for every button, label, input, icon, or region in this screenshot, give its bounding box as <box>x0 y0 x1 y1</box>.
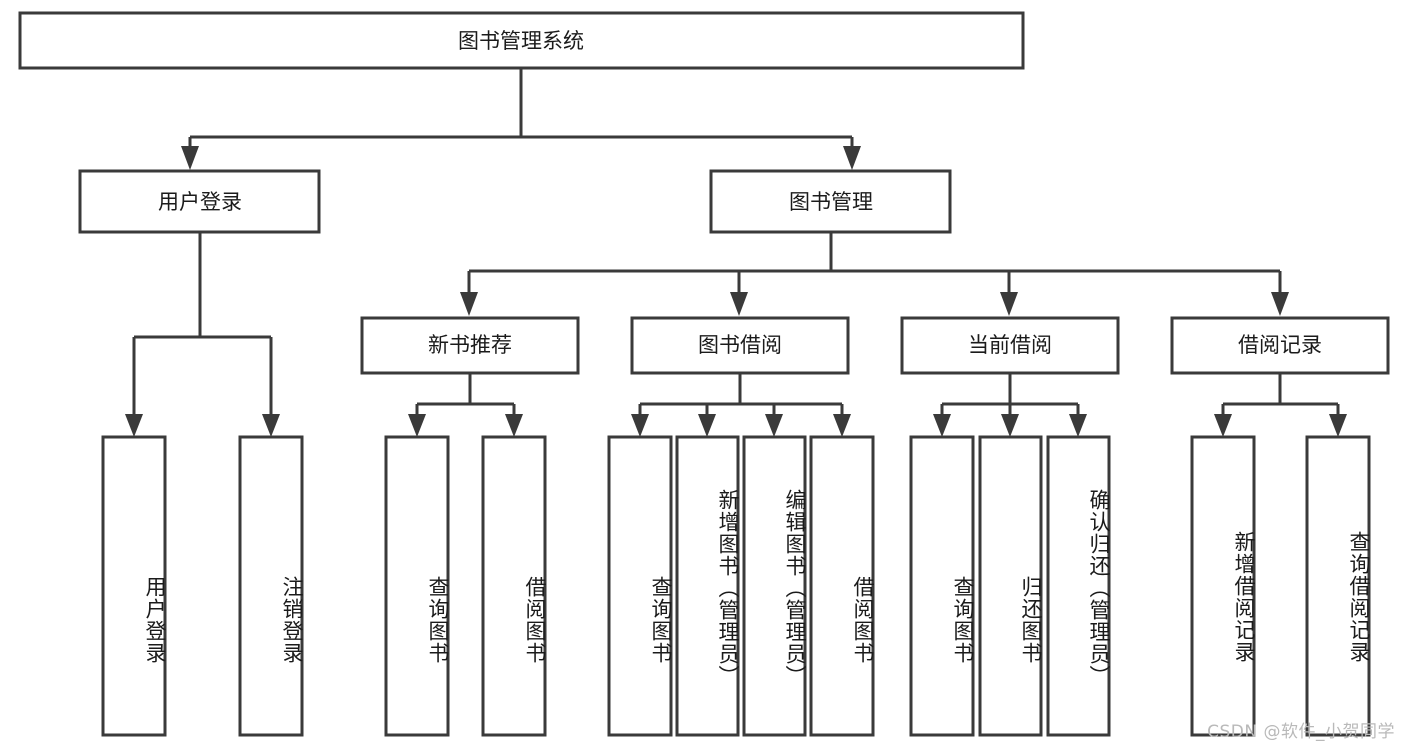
current-borrow-box <box>900 316 1120 375</box>
arrow-to-leaf-borrow-book-2 <box>833 414 851 437</box>
leaf-box-edit-book[interactable] <box>742 435 807 737</box>
leaf-box-user-logout[interactable] <box>238 435 304 737</box>
root-box <box>18 11 1025 70</box>
leaf-box-add-record[interactable] <box>1190 435 1256 737</box>
leaf-boxes <box>101 435 1371 737</box>
watermark-text: CSDN @软件_小贺同学 <box>1207 722 1395 742</box>
root-label: 图书管理系统 <box>458 29 584 53</box>
new-book-recommend-label: 新书推荐 <box>428 333 512 357</box>
leaf-box-return-book[interactable] <box>978 435 1043 737</box>
arrow-to-leaf-query-book-2 <box>631 414 649 437</box>
arrow-to-leaf-borrow-book-1 <box>505 414 523 437</box>
leaf-box-user-login[interactable] <box>101 435 167 737</box>
arrow-to-book-borrow <box>730 292 748 316</box>
arrow-to-leaf-query-book-1 <box>408 414 426 437</box>
arrow-to-leaf-add-book <box>698 414 716 437</box>
node-root[interactable]: 图书管理系统 <box>18 11 1025 70</box>
node-new-book-recommend[interactable]: 新书推荐 <box>360 316 580 375</box>
leaf-box-borrow-book-2[interactable] <box>809 435 875 737</box>
book-borrow-label: 图书借阅 <box>698 333 782 357</box>
node-current-borrow[interactable]: 当前借阅 <box>900 316 1120 375</box>
arrow-to-current-borrow <box>1000 292 1018 316</box>
arrow-to-borrow-record <box>1271 292 1289 316</box>
leaf-box-query-record[interactable] <box>1305 435 1371 737</box>
leaf-box-query-book-1[interactable] <box>384 435 450 737</box>
node-borrow-record[interactable]: 借阅记录 <box>1170 316 1390 375</box>
leaf-box-borrow-book-1[interactable] <box>481 435 547 737</box>
new-book-recommend-box <box>360 316 580 375</box>
connector-book-borrow-to-leaves <box>631 373 851 437</box>
arrow-to-book-manage <box>843 146 861 170</box>
arrow-to-user-login <box>181 146 199 170</box>
node-book-manage[interactable]: 图书管理 <box>709 169 952 234</box>
arrow-to-leaf-user-login <box>125 414 143 437</box>
current-borrow-label: 当前借阅 <box>968 333 1052 357</box>
node-user-login[interactable]: 用户登录 <box>78 169 321 234</box>
arrow-to-leaf-add-record <box>1214 414 1232 437</box>
leaf-box-query-book-3[interactable] <box>909 435 975 737</box>
connector-root-to-level1 <box>181 68 861 170</box>
user-login-label: 用户登录 <box>158 190 242 214</box>
connector-current-borrow-to-leaves <box>933 373 1087 437</box>
connector-new-book-recommend-to-leaves <box>408 373 523 437</box>
connector-book-manage-to-level2 <box>460 232 1289 316</box>
arrow-to-leaf-user-logout <box>262 414 280 437</box>
node-book-borrow[interactable]: 图书借阅 <box>630 316 850 375</box>
connector-user-login-to-leaves <box>125 232 280 437</box>
arrow-to-leaf-confirm-return <box>1069 414 1087 437</box>
leaf-box-query-book-2[interactable] <box>607 435 673 737</box>
user-login-box <box>78 169 321 234</box>
arrow-to-leaf-query-book-3 <box>933 414 951 437</box>
arrow-to-leaf-query-record <box>1329 414 1347 437</box>
book-manage-label: 图书管理 <box>789 190 873 214</box>
arrow-to-new-book-recommend <box>460 292 478 316</box>
leaf-box-add-book[interactable] <box>675 435 740 737</box>
arrow-to-leaf-return-book <box>1001 414 1019 437</box>
arrow-to-leaf-edit-book <box>765 414 783 437</box>
borrow-record-label: 借阅记录 <box>1238 333 1322 357</box>
connector-borrow-record-to-leaves <box>1214 373 1347 437</box>
leaf-box-confirm-return[interactable] <box>1046 435 1111 737</box>
